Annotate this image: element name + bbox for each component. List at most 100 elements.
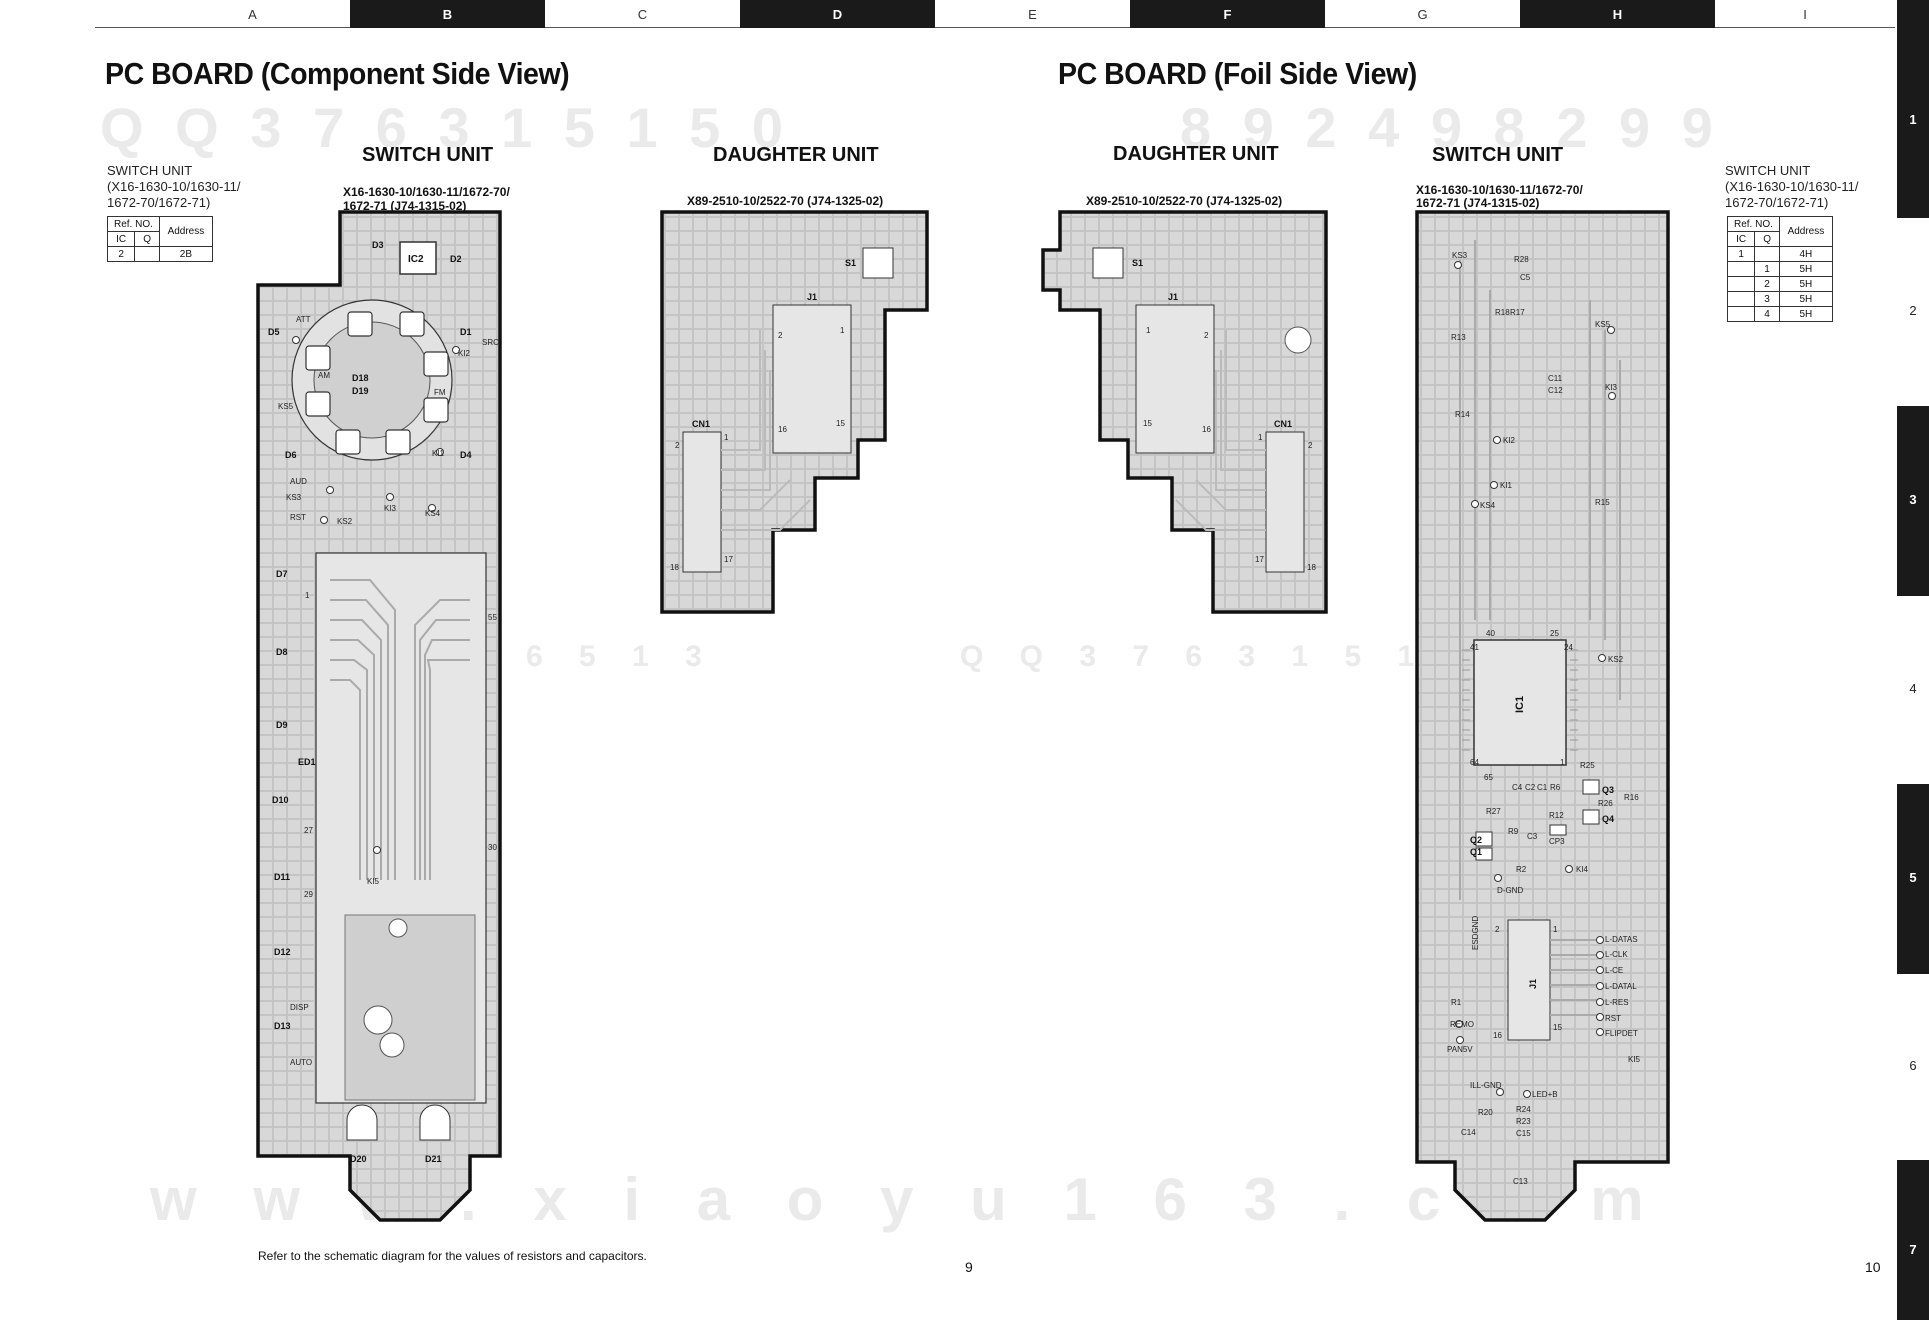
address-header: Address	[158, 216, 213, 247]
j1-pin-16: 16	[1493, 1031, 1502, 1040]
cn1-footprint	[1265, 431, 1305, 573]
l-datas-label: L-DATAS	[1605, 935, 1638, 944]
c3-label: C3	[1527, 832, 1538, 841]
left-daughter-heading: DAUGHTER UNIT	[713, 144, 879, 166]
am-label: AM	[318, 371, 330, 380]
column-g: G	[1417, 6, 1428, 22]
right-note-line-1: SWITCH UNIT	[1725, 163, 1811, 178]
auto-label: AUTO	[290, 1058, 312, 1067]
ed1-label: ED1	[298, 757, 316, 767]
d5-label: D5	[268, 327, 280, 337]
cn1-pin-18: 18	[1307, 563, 1316, 572]
c4-label: C4	[1512, 783, 1523, 792]
j1-footprint	[772, 304, 852, 454]
ki1-label: KI1	[432, 449, 445, 458]
ki3-label: KI3	[1605, 383, 1618, 392]
left-daughter-board: S1 J1 CN1 2 1 16 15 2 1 18 17	[660, 210, 929, 614]
r26-label: R26	[1598, 799, 1613, 808]
column-e: E	[1028, 6, 1037, 22]
d4-label: D4	[460, 450, 472, 460]
cn1-pin-18: 18	[670, 563, 679, 572]
ic1-label: IC1	[1514, 696, 1526, 713]
j1-label: J1	[1168, 292, 1178, 302]
cn1-pin-1: 1	[1258, 433, 1263, 442]
right-daughter-board: S1 J1 CN1 1 2 15 16 1 2 17 18	[1041, 210, 1328, 614]
r13-label: R13	[1451, 333, 1466, 342]
j1-pin-1: 1	[1146, 326, 1151, 335]
j1-pin-1: 1	[1553, 925, 1558, 934]
j1-pin-1: 1	[840, 326, 845, 335]
left-note: SWITCH UNIT (X16-1630-10/1630-11/ 1672-7…	[107, 163, 240, 211]
left-switch-part-1: X16-1630-10/1630-11/1672-70/	[343, 185, 510, 199]
page-number-left: 9	[965, 1259, 973, 1275]
left-switch-board: IC2 D2 D3 D1 D5 D4 D6 D7 D8 D9 D10 D11 D…	[256, 210, 502, 1222]
left-switch-part-2: 1672-71 (J74-1315-02)	[343, 199, 467, 213]
d11-label: D11	[274, 872, 290, 882]
c14-label: C14	[1461, 1128, 1476, 1137]
r15-label: R15	[1595, 498, 1610, 507]
ks3-label: KS3	[286, 493, 302, 502]
header-rule	[95, 27, 1895, 28]
j1-pin-2: 2	[1495, 925, 1500, 934]
led-b-label: LED+B	[1532, 1090, 1558, 1099]
row-7: 7	[1897, 1160, 1929, 1320]
r27-label: R27	[1486, 807, 1501, 816]
pin-64-label: 64	[1470, 758, 1479, 767]
d7-label: D7	[276, 569, 288, 579]
d21-label: D21	[425, 1154, 442, 1164]
c15-label: C15	[1516, 1129, 1531, 1138]
right-daughter-heading: DAUGHTER UNIT	[1113, 143, 1279, 165]
disp-label: DISP	[290, 1003, 309, 1012]
row-4: 4	[1909, 681, 1917, 696]
rst-label: RST	[290, 513, 306, 522]
column-d: D	[740, 0, 935, 28]
column-h: H	[1520, 0, 1715, 28]
pin-29-label: 29	[304, 890, 313, 899]
remo-label: REMO	[1450, 1020, 1474, 1029]
cn1-label: CN1	[692, 419, 710, 429]
pin-41-label: 41	[1470, 643, 1479, 652]
right-note-line-3: 1672-70/1672-71)	[1725, 195, 1829, 210]
j1-pin-2: 2	[778, 331, 783, 340]
j1-label: J1	[1528, 979, 1538, 989]
d6-label: D6	[285, 450, 297, 460]
s1-label: S1	[1132, 258, 1143, 268]
l-datal-label: L-DATAL	[1605, 982, 1637, 991]
right-note-line-2: (X16-1630-10/1630-11/	[1725, 179, 1859, 194]
d3-label: D3	[372, 240, 384, 250]
j1-label: J1	[807, 292, 817, 302]
q1-label: Q1	[1470, 847, 1482, 857]
j1-footprint	[1507, 919, 1551, 1041]
cn1-pin-17: 17	[724, 555, 733, 564]
ks5-label: KS5	[278, 402, 294, 411]
pin-30-label: 30	[488, 843, 497, 852]
r16-label: R16	[1624, 793, 1639, 802]
d13-label: D13	[274, 1021, 291, 1031]
d10-label: D10	[272, 795, 289, 805]
ic2-label: IC2	[408, 254, 424, 265]
r2-label: R2	[1516, 865, 1527, 874]
left-note-line-1: SWITCH UNIT	[107, 163, 193, 178]
row-2: 2	[1909, 303, 1917, 318]
ks4-label: KS4	[425, 509, 441, 518]
r14-label: R14	[1455, 410, 1470, 419]
src-label: SRC	[482, 338, 499, 347]
ks3-label: KS3	[1452, 251, 1468, 260]
pin-40-label: 40	[1486, 629, 1495, 638]
j1-pin-15: 15	[836, 419, 845, 428]
r23-label: R23	[1516, 1117, 1531, 1126]
s1-footprint	[862, 247, 894, 279]
l-ce-label: L-CE	[1605, 966, 1623, 975]
page-number-right: 10	[1865, 1259, 1881, 1275]
cn1-pin-17: 17	[1255, 555, 1264, 564]
s1-label: S1	[845, 258, 856, 268]
left-daughter-part: X89-2510-10/2522-70 (J74-1325-02)	[687, 194, 884, 208]
q-header: Q	[134, 231, 160, 247]
right-daughter-part: X89-2510-10/2522-70 (J74-1325-02)	[1086, 194, 1283, 208]
s1-footprint	[1092, 247, 1124, 279]
r12-label: R12	[1549, 811, 1564, 820]
